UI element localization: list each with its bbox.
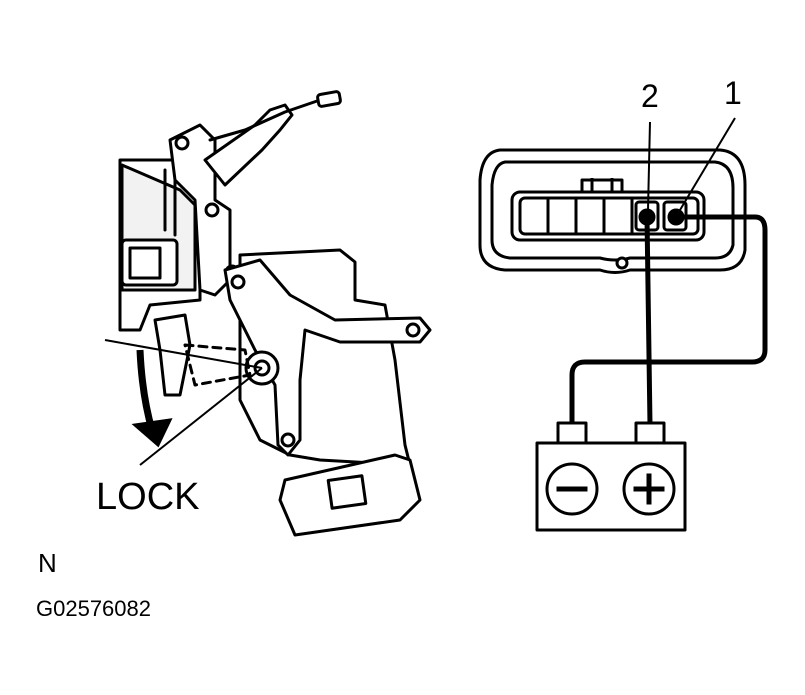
battery-negative-post	[556, 421, 588, 445]
latch-slot-inner	[128, 246, 162, 280]
orientation-label: N	[38, 548, 57, 578]
lock-leader-lines	[104, 339, 263, 466]
crank-hole-bottom	[280, 432, 296, 448]
crank-hole-right	[405, 322, 421, 338]
connector-key-hole	[615, 256, 629, 270]
wire-terminal-1	[569, 214, 768, 425]
bracket-hole-2	[204, 202, 220, 218]
arrow-shaft	[136, 349, 156, 431]
door-lock-assembly	[118, 90, 432, 537]
crank-hole-left	[230, 274, 246, 290]
arrow-head	[131, 418, 173, 448]
terminal-1-leader	[679, 117, 736, 211]
leader-line-1	[104, 339, 263, 369]
terminal-1-label: 1	[724, 75, 742, 111]
plus-icon	[633, 473, 665, 505]
link-arm	[203, 103, 294, 187]
leader-line-2	[139, 367, 263, 466]
dashed-lever-ghost	[183, 343, 252, 387]
connector-and-battery	[478, 117, 768, 532]
lock-direction-arrow	[131, 349, 173, 448]
terminal-2-label: 2	[641, 78, 659, 114]
lock-label: LOCK	[96, 476, 200, 518]
terminal-2-leader	[647, 121, 651, 211]
connector-window	[326, 474, 368, 510]
wire-terminal-2	[644, 216, 653, 426]
cable-end	[316, 90, 342, 108]
figure-code: G02576082	[36, 596, 151, 621]
cable	[208, 98, 322, 142]
connector-lock-tab	[580, 178, 624, 194]
battery-positive-post	[634, 421, 666, 445]
bracket-hole	[174, 135, 190, 151]
